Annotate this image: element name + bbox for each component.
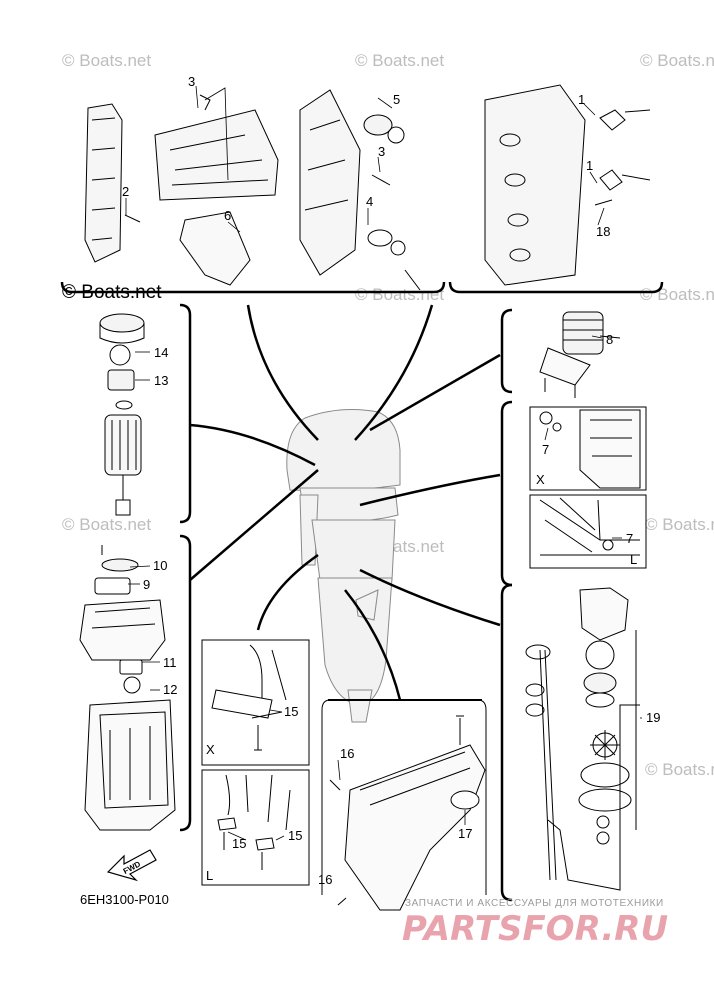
view-letter-x-left: X xyxy=(206,742,215,757)
panel-x-right xyxy=(529,406,647,491)
watermark: © Boats.net xyxy=(645,760,714,779)
part-label-3b: 3 xyxy=(378,144,385,159)
right-brackets xyxy=(500,308,513,902)
part-label-19: 19 xyxy=(646,710,660,725)
label-leaders xyxy=(125,85,642,841)
midsection xyxy=(311,519,396,581)
part-label-11: 11 xyxy=(163,655,177,670)
part-label-15c: 15 xyxy=(288,828,302,843)
fwd-arrow: FWD xyxy=(106,849,157,882)
top-left-exhaust-cover xyxy=(84,103,141,263)
watermark: © Boats.net xyxy=(62,51,151,70)
part-label-18: 18 xyxy=(596,224,610,239)
part-label-13: 13 xyxy=(154,373,168,388)
part-label-12: 12 xyxy=(163,682,177,697)
bracket xyxy=(299,494,319,566)
view-letter-l-left: L xyxy=(206,868,213,883)
part-label-17: 17 xyxy=(458,826,472,841)
part-label-15b: 15 xyxy=(232,836,246,851)
part-label-1: 1 xyxy=(578,92,585,107)
part-label-2: 2 xyxy=(122,184,129,199)
part-label-14: 14 xyxy=(154,345,168,360)
part-label-16b: 16 xyxy=(318,872,332,887)
watermark: © Boats.net xyxy=(355,285,444,304)
watermark: © Boats.net xyxy=(645,515,714,534)
part-label-3: 3 xyxy=(188,74,195,89)
part-label-10: 10 xyxy=(153,558,167,573)
left-bracket-lower xyxy=(179,534,192,832)
diagram-code: 6EH3100-P010 xyxy=(80,892,169,907)
outboard-motor xyxy=(286,409,401,723)
watermark: © Boats.net xyxy=(355,51,444,70)
view-letter-x-right: X xyxy=(536,472,545,487)
top-bracket xyxy=(60,281,664,294)
watermark: © Boats.net xyxy=(62,515,151,534)
part-label-8: 8 xyxy=(606,332,613,347)
part-label-6: 6 xyxy=(224,208,231,223)
part-label-7b: 7 xyxy=(626,531,633,546)
lower-unit xyxy=(317,577,393,706)
top-cylinder-block xyxy=(154,94,279,286)
panel-x-left xyxy=(201,639,310,766)
top-cylinder-head xyxy=(484,84,651,286)
brand-name: PARTSFOR.RU xyxy=(402,909,668,949)
panel-19-water-pump xyxy=(525,587,640,891)
panel-l-right xyxy=(529,494,647,569)
leader-lines xyxy=(189,304,501,701)
fuel-filter-assembly xyxy=(99,313,145,516)
top-intake-manifold xyxy=(299,89,421,291)
panel-l-left xyxy=(201,769,310,886)
part-label-5: 5 xyxy=(393,92,400,107)
part-label-4: 4 xyxy=(366,194,373,209)
brand-watermark: ЗАПЧАСТИ И АКСЕССУАРЫ ДЛЯ МОТОТЕХНИКИ PA… xyxy=(402,898,668,949)
watermark: © Boats.net xyxy=(640,285,714,304)
panel-lower-unit xyxy=(321,699,487,911)
left-bracket-upper xyxy=(179,303,192,524)
part-label-1b: 1 xyxy=(586,158,593,173)
skeg xyxy=(347,689,373,723)
part-labels: 3 2 6 5 3 4 1 1 18 14 13 8 7 X 7 L 10 9 … xyxy=(122,74,660,887)
part-label-16: 16 xyxy=(340,746,354,761)
part-label-7: 7 xyxy=(542,442,549,457)
fuel-pump-assembly xyxy=(79,545,176,831)
panel-8-filter xyxy=(539,311,621,398)
part-label-15: 15 xyxy=(284,704,298,719)
part-label-9: 9 xyxy=(143,577,150,592)
view-letter-l-right: L xyxy=(630,552,637,567)
brand-tagline: ЗАПЧАСТИ И АКСЕССУАРЫ ДЛЯ МОТОТЕХНИКИ xyxy=(405,898,664,909)
watermark: © Boats.net xyxy=(640,51,714,70)
